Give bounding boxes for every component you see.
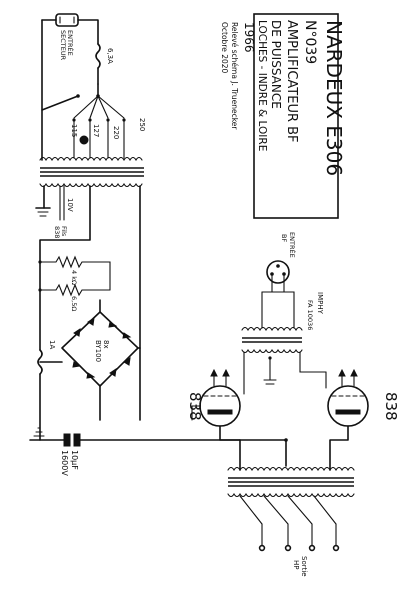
title-block: NARDEUX E306 N°039 AMPLIFICATEUR BF DE P…: [220, 13, 346, 219]
mains-fuse-label: 6,3A: [106, 48, 114, 64]
input-label-2: BF: [280, 234, 288, 242]
input-transformer: IMPHY FA 10036: [241, 291, 327, 395]
ground-icon: [37, 211, 49, 217]
input-transformer-ref: FA 10036: [306, 300, 314, 330]
right-tube-type: 838: [382, 392, 400, 421]
mains-fuse: 6,3A: [95, 43, 114, 85]
title-model: NARDEUX E306: [322, 20, 346, 176]
heater-voltage-label: 10V: [66, 198, 74, 212]
heater-tube-type: 838: [53, 226, 61, 238]
resistor-4k: [39, 255, 111, 291]
speaker-output-label-2: HP: [292, 560, 300, 570]
tap-127-label: 127: [92, 124, 100, 137]
output-tube-right: 838: [325, 368, 400, 471]
hv-supply: 4 kΩ 6,5Ω: [38, 185, 141, 421]
arrow-up-icon: [338, 368, 358, 377]
capacitor-voltage-label: 1600V: [60, 450, 69, 476]
title-year: 1966: [242, 22, 256, 53]
resistor-6-5-label: 6,5Ω: [70, 296, 78, 311]
mains-inlet-label-2: SECTEUR: [59, 30, 67, 61]
supply-fuse-label: 1A: [48, 340, 56, 349]
supply-fuse: 1A: [37, 340, 56, 441]
left-tube-type: 838: [186, 392, 204, 421]
ground-icon: [263, 379, 277, 385]
tap-250-label: 250: [138, 118, 146, 131]
input-transformer-brand: IMPHY: [316, 292, 324, 315]
voltage-selector: 115 127 220 250: [41, 19, 146, 159]
title-location: LOCHES - INDRE & LOIRE: [256, 20, 268, 151]
resistor-6-5: [39, 283, 111, 297]
diode-icon: [72, 316, 132, 379]
title-description: AMPLIFICATEUR BF: [284, 20, 299, 143]
resistor-4k-label: 4 kΩ: [70, 270, 78, 285]
ground-icon: [33, 427, 45, 437]
output-transformer: [227, 438, 355, 498]
bridge-diode-label: BY100: [94, 340, 102, 362]
heater-tube-prefix: Fils: [60, 226, 68, 237]
mains-inlet-label-1: ENTRÉE: [66, 30, 75, 56]
title-number: N°039: [302, 20, 318, 64]
power-transformer: [39, 109, 144, 188]
filter-capacitor: 10µF 1600V: [29, 427, 241, 476]
bridge-rectifier: 8x BY100: [39, 299, 141, 421]
output-tube-left: 838: [186, 368, 241, 471]
credit-date: Octobre 2020: [220, 22, 229, 74]
speaker-output: Sortie HP: [239, 495, 340, 577]
pilot-lamp-icon: [79, 135, 89, 145]
speaker-output-label-1: Sortie: [300, 556, 308, 577]
credit-author: Relevé schéma J. Truenecker: [230, 22, 239, 130]
arrow-up-icon: [210, 368, 230, 377]
input-label-1: ENTRÉE: [288, 232, 297, 258]
input-connector: ENTRÉE BF: [266, 232, 297, 293]
title-description-2: DE PUISSANCE: [269, 20, 283, 109]
mains-inlet: ENTRÉE SECTEUR: [41, 13, 99, 61]
heater-winding: 10V Fils 838: [35, 185, 74, 238]
tap-115-label: 115: [70, 124, 78, 137]
capacitor-value-label: 10µF: [70, 450, 79, 470]
tap-220-label: 220: [112, 126, 120, 139]
bridge-count-label: 8x: [102, 340, 110, 349]
